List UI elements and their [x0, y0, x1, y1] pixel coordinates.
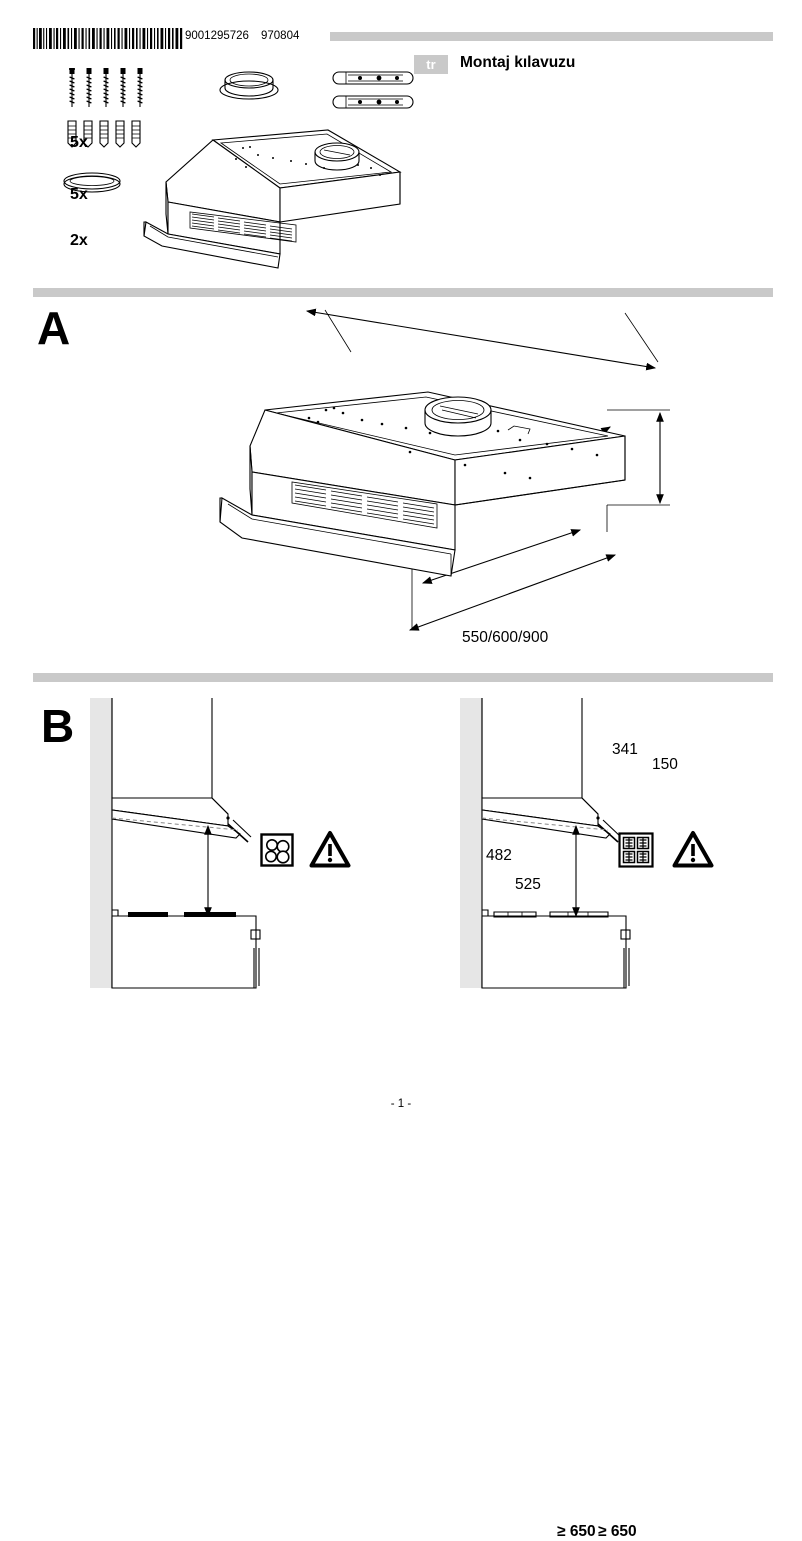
- sealing-ring-icon: [63, 172, 121, 193]
- barcode-icon: [33, 28, 183, 49]
- section-divider-2: [33, 673, 773, 682]
- section-a: A: [0, 295, 802, 893]
- language-row: tr Montaj kılavuzu: [414, 54, 774, 79]
- electric-installation-diagram: [90, 698, 261, 989]
- section-divider-1: [33, 288, 773, 297]
- screws-icon: [69, 68, 143, 107]
- clearance-panel-gas: [458, 698, 748, 998]
- dimension-front-depth: 482: [486, 847, 512, 864]
- page-title: Montaj kılavuzu: [460, 54, 576, 71]
- section-b: B: [0, 680, 802, 1540]
- date-code: 970804: [261, 30, 300, 42]
- electric-hob-icon: [260, 833, 294, 867]
- language-tag: tr: [414, 55, 448, 74]
- dimension-total-depth: 525: [515, 876, 541, 893]
- dimension-depth: 341: [612, 741, 638, 758]
- mounting-rails-icon: [332, 71, 414, 109]
- manual-page: 9001295726 970804 tr Montaj kılavuzu 5x …: [0, 26, 802, 1540]
- header-accent-bar: [330, 32, 773, 41]
- barcode-number: 9001295726: [185, 30, 249, 42]
- warning-triangle-icon-gas: [672, 831, 714, 868]
- page-number: - 1 -: [390, 1098, 412, 1110]
- header: 9001295726 970804: [33, 26, 773, 52]
- cooker-hood-dimension-drawing: [219, 308, 670, 631]
- gas-installation-diagram: [460, 698, 631, 989]
- clearance-panel-electric: [88, 698, 378, 998]
- warning-triangle-icon: [309, 831, 351, 868]
- cooker-hood-illustration-small: [143, 129, 402, 269]
- quantity-sealing-rings: 2x: [70, 232, 88, 249]
- wall-plugs-icon: [67, 120, 141, 148]
- parts-list-section: 5x 5x 2x 2x: [33, 60, 773, 280]
- section-b-label: B: [41, 700, 75, 752]
- clearance-label-gas-b: ≥ 650: [598, 1523, 637, 1540]
- section-a-label: A: [37, 302, 71, 354]
- gas-hob-icon: [618, 832, 654, 868]
- dimension-height: 150: [652, 756, 678, 773]
- duct-collar-icon: [219, 71, 279, 100]
- dimension-width: 550/600/900: [462, 629, 549, 646]
- clearance-label-gas-a: ≥ 650: [557, 1523, 596, 1540]
